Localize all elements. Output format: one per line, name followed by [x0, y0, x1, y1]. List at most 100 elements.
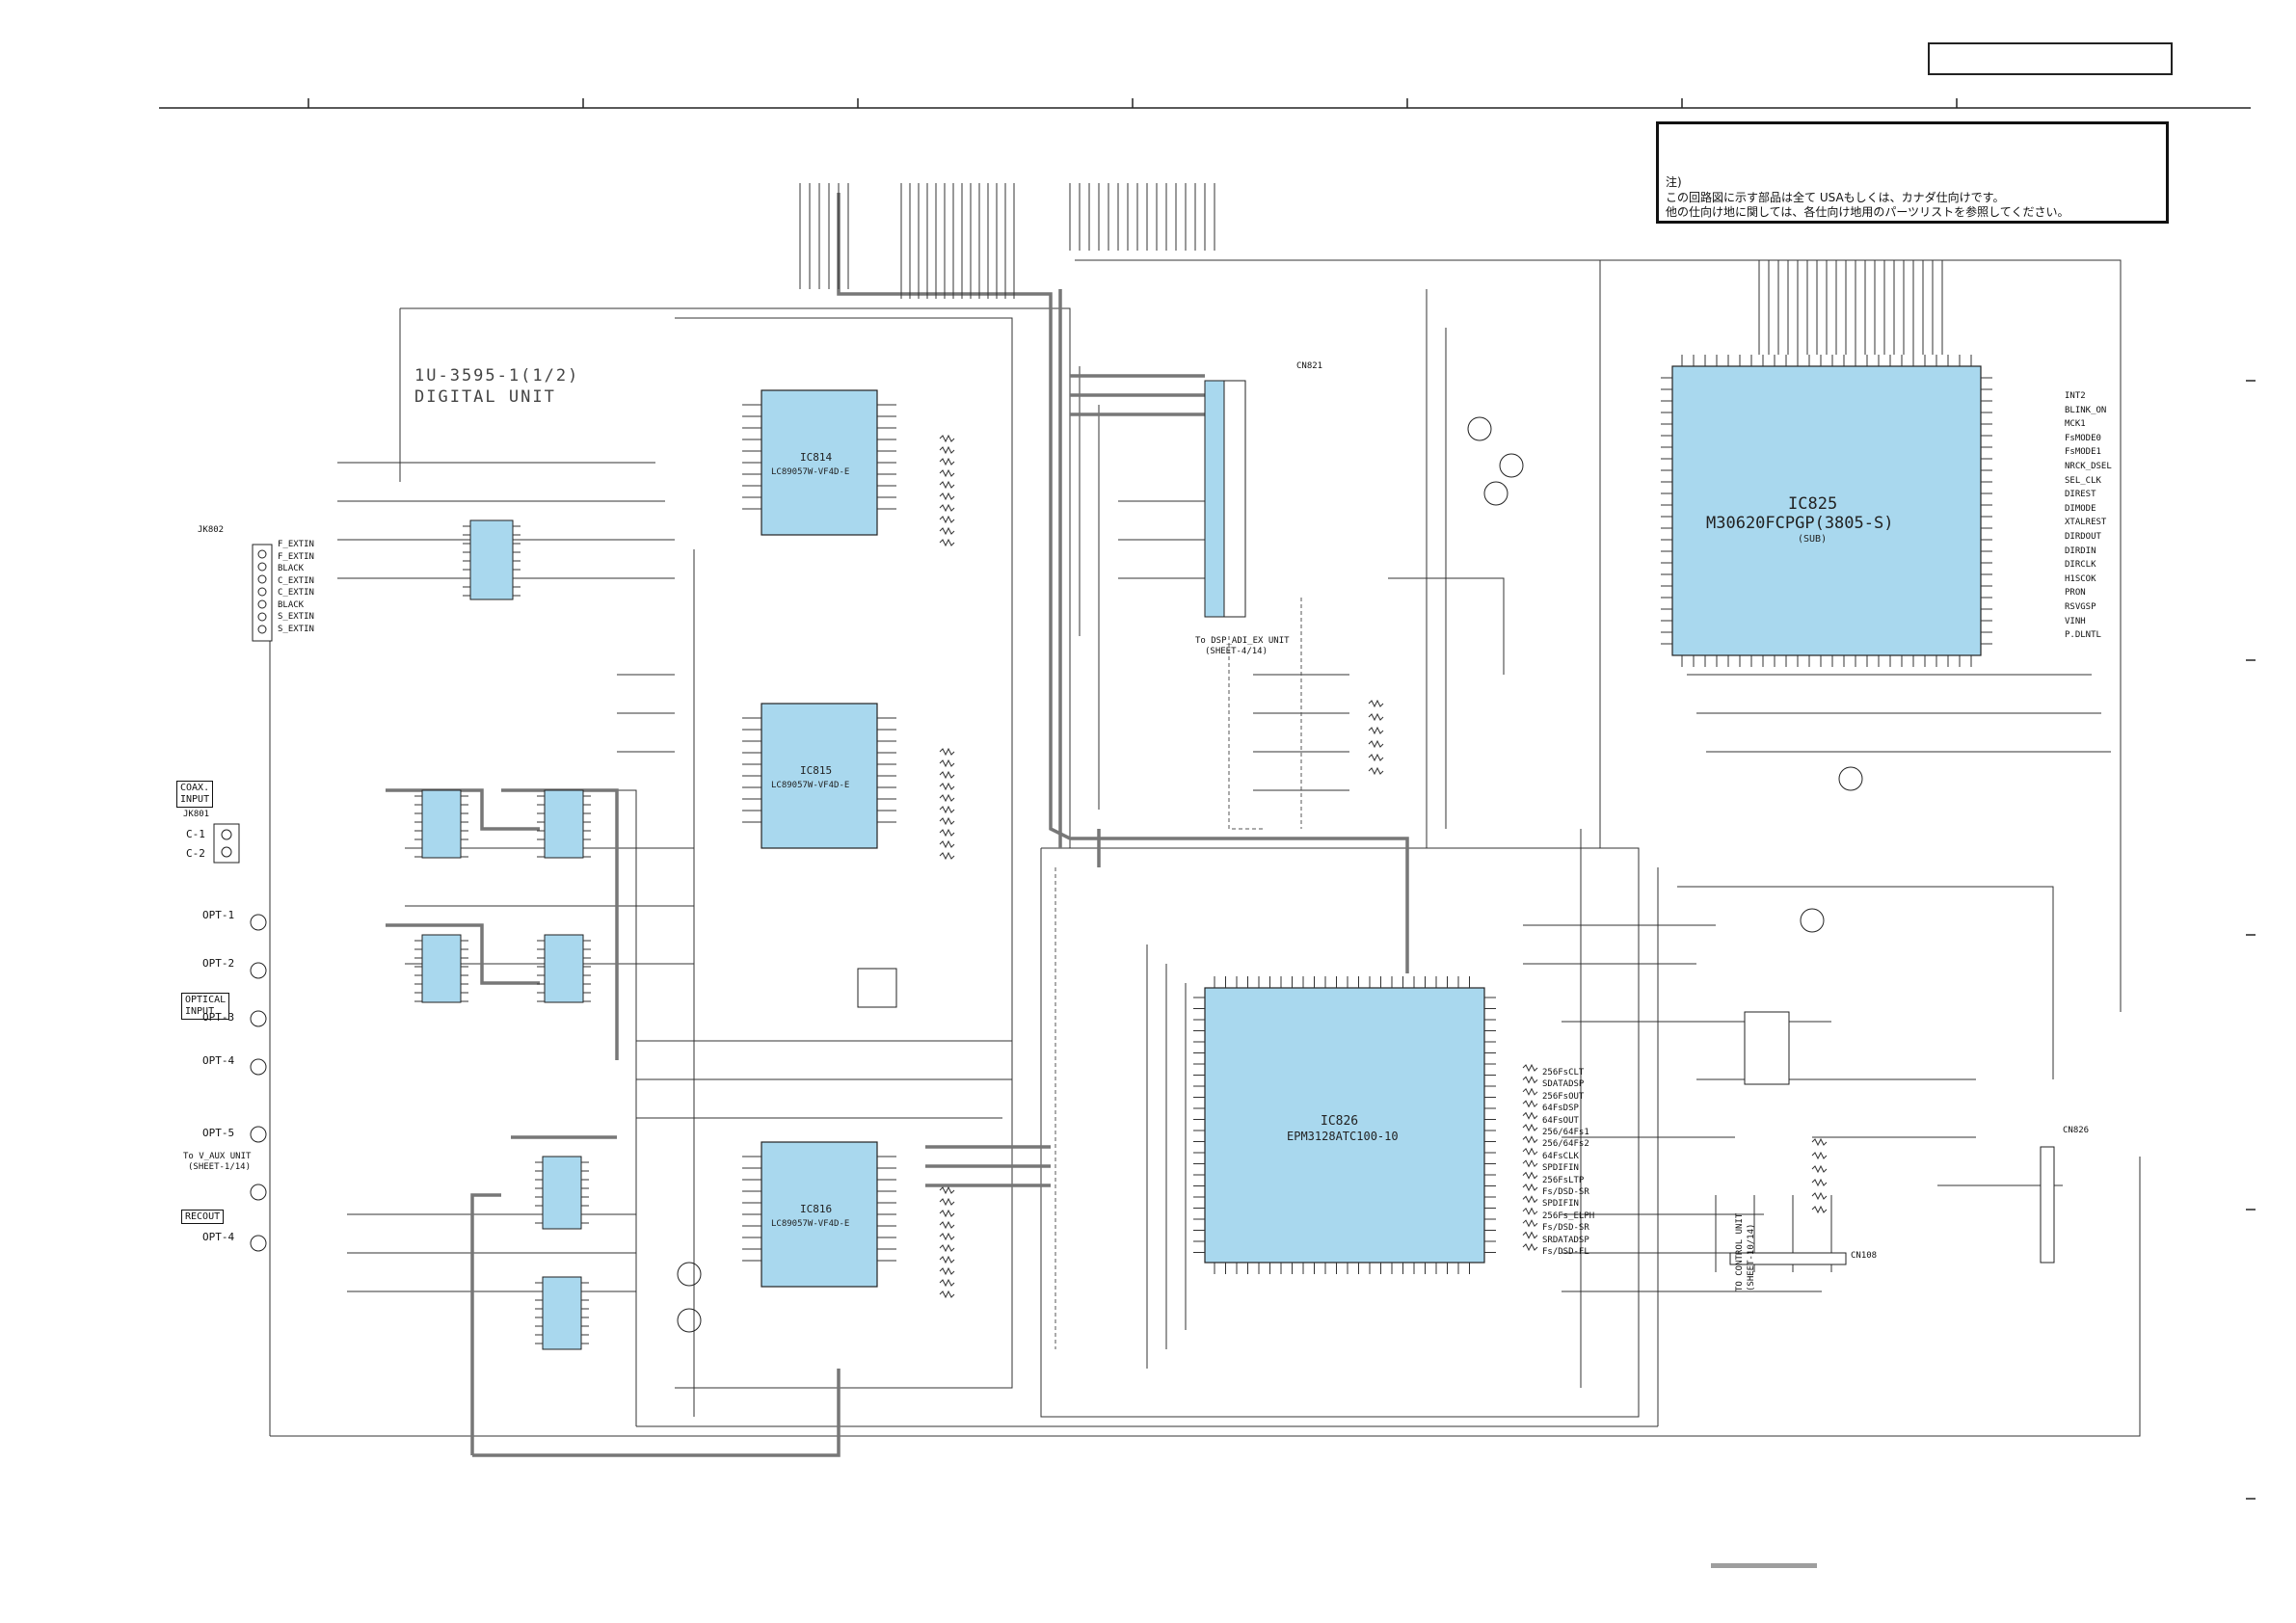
ic825-net-7: DIREST	[2065, 490, 2096, 500]
notice-heading: 注)	[1666, 175, 1682, 189]
resistor-chains	[939, 434, 1828, 1299]
notice-box	[1656, 121, 2169, 224]
top-signal-stubs	[799, 183, 1943, 355]
jk802-net-5: BLACK	[278, 599, 305, 610]
footer-bar	[1711, 1563, 1817, 1568]
jk802-net-2: BLACK	[278, 564, 305, 573]
aux-sheet-label: (SHEET-1/14)	[188, 1162, 252, 1172]
c2-label: C-2	[186, 847, 205, 860]
ic825-part: M30620FCPGP(3805-S)	[1706, 514, 1893, 533]
frame-rule	[159, 98, 2256, 1500]
ic826-net-11: SPDIFIN	[1542, 1199, 1579, 1210]
notice-line-2: 他の仕向け地に関しては、各仕向け地用のパーツリストを参照してください。	[1666, 205, 2069, 219]
ic826-net-7: 64FsCLK	[1542, 1151, 1579, 1161]
ic825-net-15: RSVGSP	[2065, 602, 2096, 612]
ic825-net-1: BLINK_ON	[2065, 405, 2107, 415]
opt2-label: OPT-2	[202, 957, 235, 970]
coax-input-label: COAX. INPUT	[176, 781, 214, 808]
ic814-ref: IC814	[800, 451, 832, 464]
ic826-chip: IC826 EPM3128ATC100-10	[1193, 976, 1496, 1274]
ic826-net-1: SDATADSP	[1542, 1079, 1585, 1090]
ic825-net-5: NRCK_DSEL	[2065, 462, 2112, 471]
jk802-label: JK802	[198, 525, 225, 535]
ic825-net-3: FsMODE0	[2065, 433, 2101, 443]
ic826-net-13: Fs/DSD-SR	[1542, 1223, 1589, 1234]
cn108-sheet-label: (SHEET-10/14)	[1747, 1223, 1756, 1291]
jk802-net-7: S_EXTIN	[278, 624, 314, 634]
c1-label: C-1	[186, 828, 205, 840]
ic825-chip: IC825 M30620FCPGP(3805-S) (SUB)	[1661, 355, 1992, 667]
ic816-part: LC89057W-VF4D-E	[771, 1219, 849, 1229]
ic825-net-10: DIRDOUT	[2065, 532, 2101, 542]
transistors	[677, 416, 1863, 1333]
opt3-label: OPT-3	[202, 1011, 235, 1024]
jk802-net-4: C_EXTIN	[278, 588, 314, 598]
ic825-net-8: DIMODE	[2065, 503, 2096, 514]
ic815-chip: IC815 LC89057W-VF4D-E	[742, 703, 896, 849]
ic815-part: LC89057W-VF4D-E	[771, 781, 849, 790]
ic826-net-2: 256FsOUT	[1542, 1091, 1585, 1102]
ic825-net-6: SEL_CLK	[2065, 475, 2101, 486]
crystal	[857, 968, 897, 1008]
ic825-net-17: P.DLNTL	[2065, 630, 2101, 641]
recout-label: RECOUT	[181, 1210, 225, 1224]
ic825-net-16: VINH	[2065, 616, 2086, 626]
ic825-sub: (SUB)	[1798, 534, 1827, 545]
ic826-ref: IC826	[1321, 1114, 1358, 1129]
title-box	[1928, 42, 2173, 75]
opt4-rec-label: OPT-4	[202, 1231, 235, 1243]
cn821-label: CN821	[1296, 361, 1323, 371]
ic815-ref: IC815	[800, 764, 832, 777]
logic-ic-pins	[414, 525, 591, 1344]
ic826-part: EPM3128ATC100-10	[1287, 1130, 1399, 1143]
ic825-net-14: PRON	[2065, 588, 2086, 599]
unit-subtitle: DIGITAL UNIT	[414, 387, 556, 407]
aux-unit-label: To V_AUX UNIT	[183, 1152, 252, 1161]
ic826-net-0: 256FsCLT	[1542, 1068, 1585, 1078]
ic825-net-2: MCK1	[2065, 419, 2086, 430]
ic826-net-3: 64FsDSP	[1542, 1104, 1579, 1114]
jk801-label: JK801	[183, 810, 210, 819]
jk802-net-3: C_EXTIN	[278, 575, 314, 586]
jk802-connector	[252, 544, 273, 642]
ic826-net-5: 256/64Fs1	[1542, 1128, 1589, 1137]
ic814-chip: IC814 LC89057W-VF4D-E	[742, 389, 896, 536]
ic826-net-9: 256FsLTP	[1542, 1175, 1585, 1185]
opt4-label: OPT-4	[202, 1054, 235, 1067]
ic826-net-14: SRDATADSP	[1542, 1235, 1589, 1245]
ic826-net-4: 64FsOUT	[1542, 1115, 1579, 1126]
notice-line-1: この回路図に示す部品は全て USAもしくは、カナダ仕向けです。	[1666, 191, 2005, 204]
ic825-net-9: XTALREST	[2065, 518, 2107, 528]
ic826-net-12: 256Fs_ELPH	[1542, 1211, 1595, 1221]
unit-title: 1U-3595-1(1/2)	[414, 366, 580, 386]
ic816-chip: IC816 LC89057W-VF4D-E	[742, 1141, 896, 1288]
dashed-guides	[1055, 598, 1302, 1349]
ic814-part: LC89057W-VF4D-E	[771, 467, 849, 477]
ic826-net-6: 256/64Fs2	[1542, 1139, 1589, 1150]
optical-input-label: OPTICAL INPUT	[181, 993, 230, 1020]
opt1-label: OPT-1	[202, 909, 235, 921]
cn826-label: CN826	[2063, 1126, 2090, 1135]
signal-bus	[386, 193, 1409, 1457]
cn108-label: CN108	[1851, 1251, 1878, 1261]
ic826-net-10: Fs/DSD-SR	[1542, 1187, 1589, 1197]
logic-ics	[421, 380, 1790, 1350]
cn108-unit-label: TO CONTROL UNIT	[1735, 1212, 1745, 1291]
ic826-net-15: Fs/DSD-FL	[1542, 1247, 1589, 1257]
jk802-net-6: S_EXTIN	[278, 612, 314, 622]
dsp-sheet-label: (SHEET-4/14)	[1205, 647, 1268, 656]
ic825-net-0: INT2	[2065, 391, 2086, 401]
ic825-net-11: DIRDIN	[2065, 545, 2096, 556]
ic825-net-4: FsMODE1	[2065, 447, 2101, 458]
optical-receivers	[250, 914, 267, 1252]
jk802-net-0: F_EXTIN	[278, 540, 314, 549]
coax-jack	[213, 823, 240, 864]
ic825-net-12: DIRCLK	[2065, 560, 2096, 571]
ic816-ref: IC816	[800, 1203, 832, 1215]
connector-strips	[1729, 1146, 2055, 1265]
jk802-net-1: F_EXTIN	[278, 551, 314, 562]
ic826-net-8: SPDIFIN	[1542, 1163, 1579, 1174]
ic825-net-13: H1SCOK	[2065, 573, 2096, 584]
dsp-unit-label: To DSP_ADI_EX UNIT	[1195, 636, 1290, 646]
